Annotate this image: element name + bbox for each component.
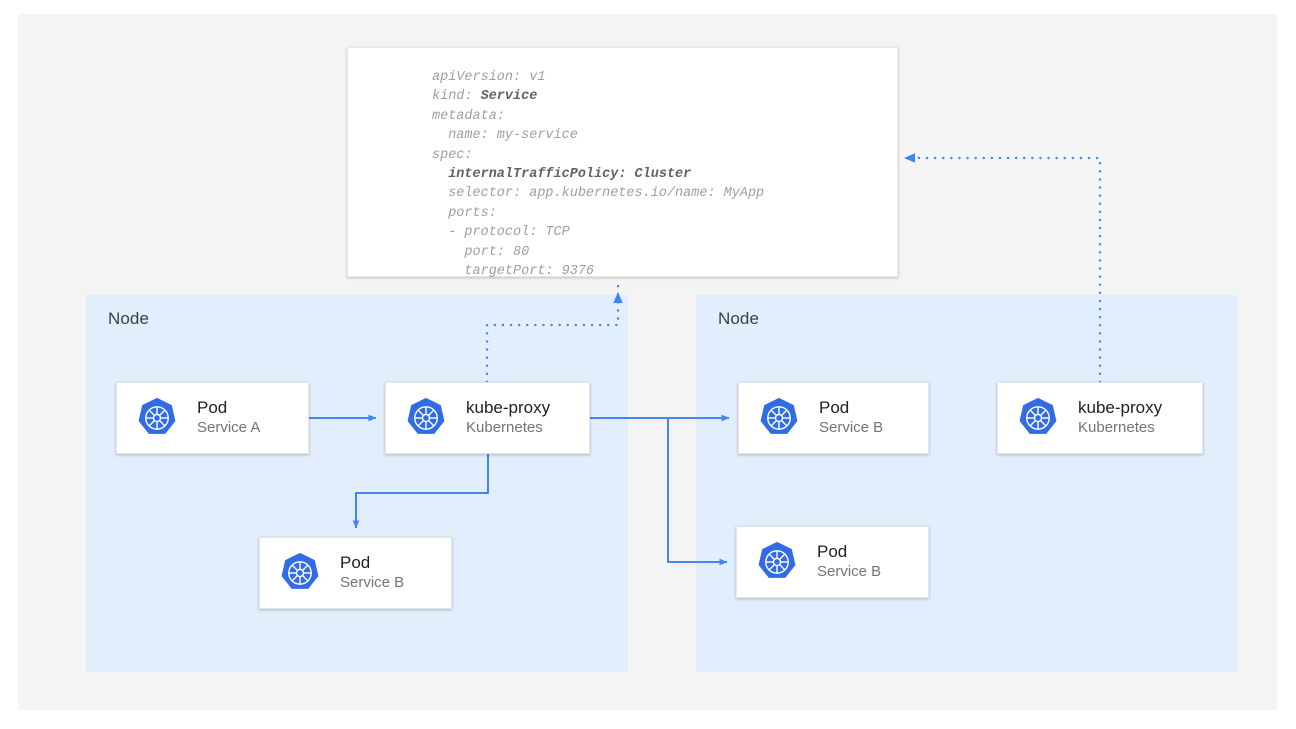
yaml-line-spec: spec: bbox=[432, 147, 473, 163]
kubernetes-icon bbox=[1019, 397, 1057, 434]
yaml-line-ports: ports: bbox=[432, 205, 497, 221]
card-text: Pod Service B bbox=[817, 542, 881, 581]
yaml-line-internal-traffic-policy: internalTrafficPolicy: Cluster bbox=[432, 167, 692, 183]
card-subtitle: Service B bbox=[817, 563, 882, 581]
card-pod-service-b-remote-bottom[interactable]: Pod Service B bbox=[736, 526, 929, 598]
kubernetes-icon bbox=[407, 397, 445, 434]
kubernetes-icon bbox=[760, 397, 798, 434]
kubernetes-icon bbox=[138, 397, 176, 434]
card-subtitle: Service B bbox=[340, 574, 405, 592]
card-text: Pod Service A bbox=[197, 398, 260, 437]
diagram-canvas: Node Node bbox=[18, 14, 1277, 710]
yaml-line-targetport: targetPort: 9376 bbox=[432, 264, 595, 280]
card-kube-proxy-right[interactable]: kube-proxy Kubernetes bbox=[997, 382, 1203, 454]
kubernetes-icon bbox=[281, 552, 319, 589]
card-kube-proxy-left[interactable]: kube-proxy Kubernetes bbox=[385, 382, 590, 454]
yaml-line-selector: selector: app.kubernetes.io/name: MyApp bbox=[432, 186, 765, 202]
card-text: kube-proxy Kubernetes bbox=[466, 398, 550, 437]
card-title: kube-proxy bbox=[466, 398, 551, 418]
yaml-line-metadata: metadata: bbox=[432, 108, 505, 124]
yaml-line-port: port: 80 bbox=[432, 244, 530, 260]
card-title: Pod bbox=[197, 398, 228, 418]
card-text: kube-proxy Kubernetes bbox=[1078, 398, 1162, 437]
yaml-line-metadata-name: name: my-service bbox=[432, 128, 578, 144]
card-subtitle: Service B bbox=[819, 419, 884, 437]
card-subtitle: Service A bbox=[197, 419, 261, 437]
card-title: Pod bbox=[819, 398, 850, 418]
yaml-line-kind-key: kind: bbox=[432, 89, 481, 105]
yaml-line-apiversion: apiVersion: v1 bbox=[432, 70, 546, 85]
card-text: Pod Service B bbox=[340, 553, 404, 592]
card-pod-service-b-local[interactable]: Pod Service B bbox=[259, 537, 452, 609]
node-label-right: Node bbox=[718, 309, 760, 328]
card-title: kube-proxy bbox=[1078, 398, 1163, 418]
yaml-value-kind: Service bbox=[480, 89, 538, 105]
card-title: Pod bbox=[817, 542, 848, 562]
yaml-line-protocol: - protocol: TCP bbox=[432, 225, 570, 241]
service-manifest-panel: apiVersion: v1 kind: Service metadata: n… bbox=[347, 47, 898, 279]
card-title: Pod bbox=[340, 553, 371, 573]
node-container-left: Node bbox=[86, 295, 628, 672]
node-container-right: Node bbox=[696, 295, 1237, 672]
node-label-left: Node bbox=[108, 309, 150, 328]
card-subtitle: Kubernetes bbox=[466, 419, 543, 437]
card-subtitle: Kubernetes bbox=[1078, 419, 1155, 437]
service-manifest-code: apiVersion: v1 kind: Service metadata: n… bbox=[432, 68, 764, 281]
card-pod-service-b-remote-top[interactable]: Pod Service B bbox=[738, 382, 929, 454]
card-pod-service-a[interactable]: Pod Service A bbox=[116, 382, 309, 454]
kubernetes-icon bbox=[758, 541, 796, 578]
card-text: Pod Service B bbox=[819, 398, 883, 437]
